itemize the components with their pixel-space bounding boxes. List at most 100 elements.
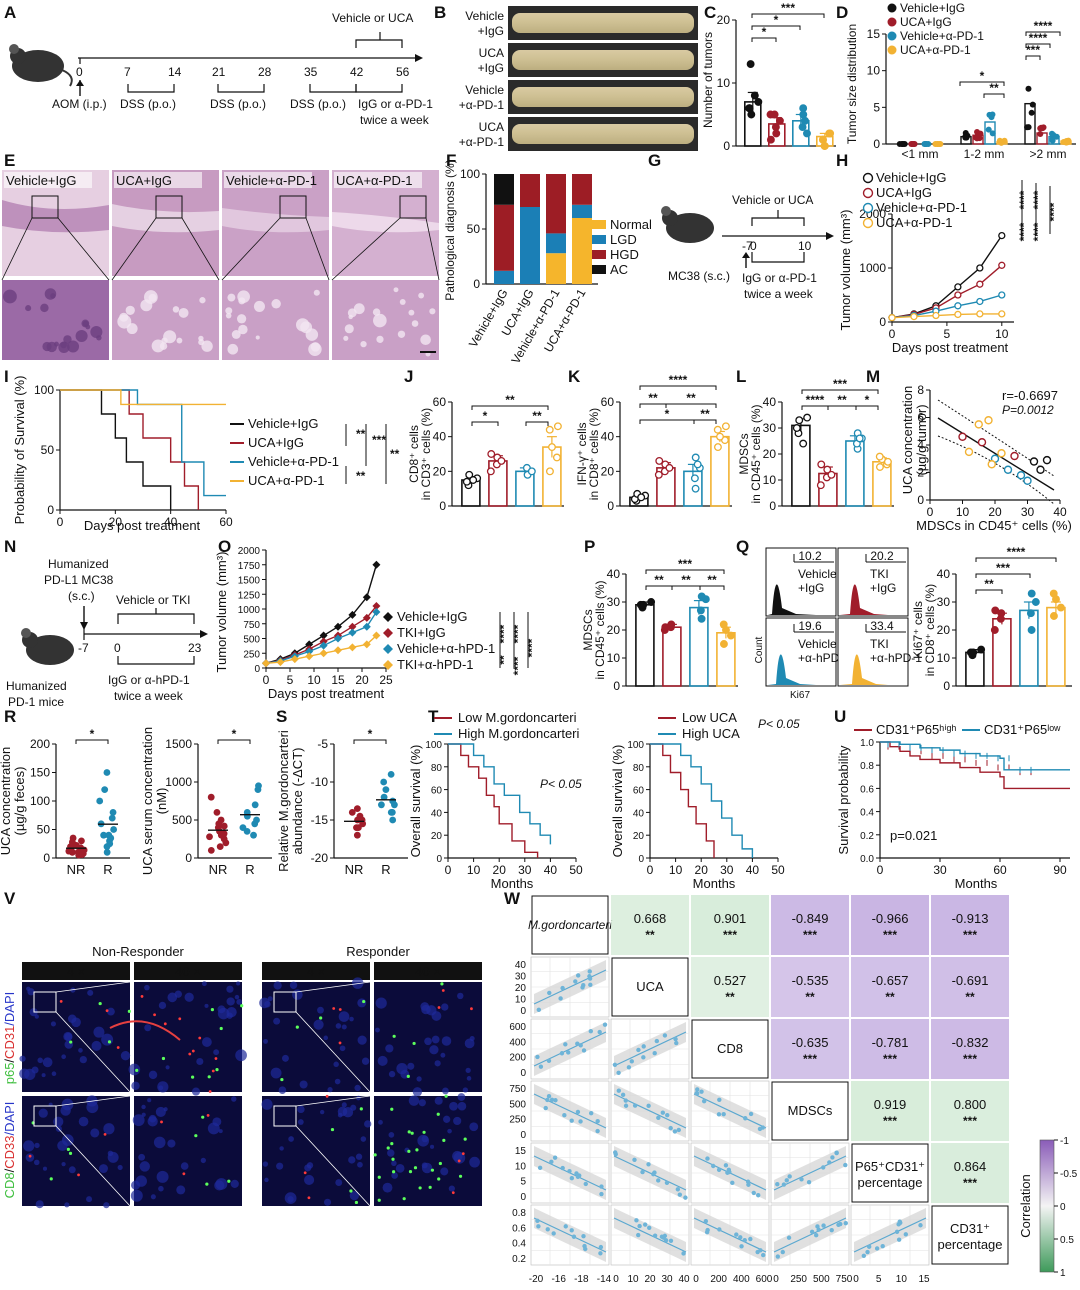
nucleus <box>354 1084 361 1092</box>
panel-label-b: B <box>434 3 446 22</box>
data-point <box>997 138 1004 145</box>
x-tick-label: 0 <box>445 863 452 877</box>
cell-structure <box>420 334 431 346</box>
nucleus <box>93 1026 105 1038</box>
data-point <box>843 1220 848 1226</box>
significance-label: * <box>980 69 985 83</box>
panel-q: Q 10.2Vehicle+IgG20.2TKI+IgG19.6Vehicle+… <box>736 537 1072 701</box>
legend-marker <box>887 17 897 27</box>
data-point <box>487 450 496 458</box>
stain-name: / <box>2 1059 17 1063</box>
marker-signal <box>407 1130 411 1134</box>
data-point <box>387 771 395 778</box>
zoom-line <box>55 1011 131 1093</box>
nucleus <box>215 1178 228 1190</box>
data-point <box>745 1179 751 1184</box>
panel-label-q: Q <box>736 537 749 556</box>
tissue-band <box>222 208 329 233</box>
sig-bracket <box>1025 55 1041 60</box>
y-tick-label: -10 <box>311 775 329 789</box>
cell-structure <box>348 314 353 320</box>
marker-signal <box>178 1017 182 1021</box>
y-tick-label: 0 <box>873 137 880 151</box>
legend-label: UCA+IgG <box>876 185 932 200</box>
antibody-label: IgG or α-PD-1 <box>358 97 433 111</box>
data-point <box>353 831 361 839</box>
cell-structure <box>50 293 56 299</box>
marker-signal <box>349 1189 353 1193</box>
sig-bracket <box>217 739 251 744</box>
legend-marker <box>887 45 897 55</box>
data-point <box>771 123 780 132</box>
mouse-icon <box>9 44 73 87</box>
data-point <box>697 614 706 623</box>
row-label: +α-PD-1 <box>459 98 505 112</box>
bar <box>1024 102 1036 145</box>
colorbar-tick-label: -1 <box>1060 1136 1069 1147</box>
data-point <box>743 1116 748 1121</box>
data-point <box>626 1065 632 1070</box>
data-point <box>875 463 884 471</box>
y-axis-label: Tumor volume (mm³) <box>838 210 853 331</box>
data-point <box>883 457 892 466</box>
panel-label-t: T <box>428 707 439 726</box>
significance-label: *** <box>678 557 692 571</box>
sig-bracket <box>645 569 725 574</box>
survival-curve <box>880 741 1070 771</box>
zoom-line <box>181 217 220 281</box>
data-point <box>647 598 656 606</box>
nucleus <box>449 1101 458 1111</box>
y-tick-label: 1000 <box>238 605 261 616</box>
data-point <box>1048 130 1055 137</box>
variable-label: percentage <box>937 1237 1002 1252</box>
nucleus <box>357 1161 363 1168</box>
nucleus <box>41 1073 46 1078</box>
significance-label: * <box>232 727 237 741</box>
data-point <box>108 814 116 822</box>
panel-label-r: R <box>4 707 16 726</box>
legend-swatch <box>592 220 606 229</box>
marker-signal <box>407 1149 411 1153</box>
data-point <box>821 1223 826 1228</box>
regression-line <box>613 1217 687 1253</box>
data-point <box>377 801 385 809</box>
data-point <box>894 1229 900 1235</box>
facs-y-label: Count <box>754 636 765 663</box>
data-point <box>558 996 563 1001</box>
data-point <box>319 641 328 650</box>
legend-marker <box>887 3 897 13</box>
marker-signal <box>161 1056 166 1061</box>
x-tick-label: 10 <box>995 327 1009 341</box>
x-tick-label: 60 <box>993 863 1007 877</box>
x-tick-label: R <box>245 862 254 877</box>
data-point <box>569 1175 575 1181</box>
marker-signal <box>214 1057 218 1060</box>
marker-signal <box>392 1170 396 1174</box>
nucleus <box>453 1116 462 1126</box>
nucleus <box>377 1055 388 1066</box>
zoom-line <box>55 981 131 993</box>
panel-label-d: D <box>836 3 848 22</box>
sig-bracket <box>1025 43 1051 48</box>
cell-structure <box>151 339 165 353</box>
data-point <box>656 1178 661 1183</box>
panel-label-j: J <box>404 367 413 386</box>
cell-structure <box>125 305 135 315</box>
data-point <box>747 110 756 119</box>
nucleus <box>218 1129 223 1134</box>
nucleus <box>51 1071 57 1077</box>
nucleus <box>64 1202 70 1208</box>
data-point <box>578 1043 583 1048</box>
nucleus <box>391 1172 398 1179</box>
nucleus <box>87 989 94 996</box>
treatment-label: Vehicle or UCA <box>332 11 413 25</box>
nucleus <box>261 1098 273 1110</box>
data-point <box>636 1232 641 1238</box>
data-point <box>827 470 836 479</box>
nucleus <box>333 1061 339 1068</box>
y-tick-label: 40 <box>515 960 527 971</box>
survival-curve <box>60 389 226 497</box>
data-point <box>817 460 826 469</box>
